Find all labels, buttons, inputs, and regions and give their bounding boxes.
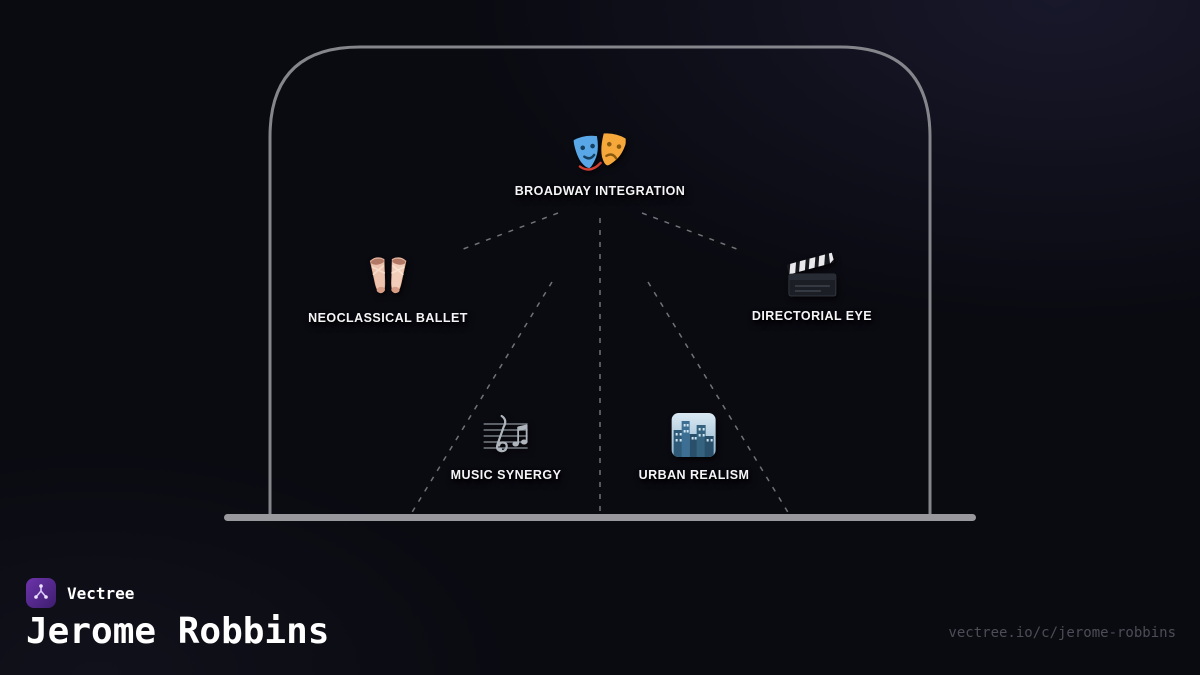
- brand: Vectree: [26, 578, 134, 608]
- vectree-logo-icon: [26, 578, 56, 608]
- cityscape-icon: [670, 411, 718, 459]
- tree-node-urban-realism[interactable]: URBAN REALISM: [639, 411, 750, 482]
- connector-lines: [410, 212, 790, 515]
- ballet-shoes-icon: [363, 250, 413, 302]
- connector-root-music: [410, 281, 553, 515]
- tree-node-music-synergy[interactable]: MUSIC SYNERGY: [451, 411, 562, 482]
- clapperboard-icon: [785, 252, 839, 300]
- connector-root-ballet: [457, 212, 559, 252]
- connector-root-urban: [647, 281, 790, 515]
- site-url: vectree.io/c/jerome-robbins: [948, 625, 1176, 641]
- page-title: Jerome Robbins: [26, 611, 330, 652]
- tree-node-directorial-eye[interactable]: DIRECTORIAL EYE: [752, 252, 872, 323]
- musical-score-icon: [480, 411, 532, 459]
- brand-name: Vectree: [67, 583, 135, 603]
- node-label: DIRECTORIAL EYE: [751, 309, 873, 323]
- tree-node-neoclassical-ballet[interactable]: NEOCLASSICAL BALLET: [308, 250, 468, 325]
- node-label: MUSIC SYNERGY: [450, 468, 562, 482]
- theater-masks-icon: [573, 129, 628, 175]
- node-label: BROADWAY INTEGRATION: [514, 184, 686, 198]
- connector-root-directorial: [641, 212, 743, 252]
- node-label: NEOCLASSICAL BALLET: [308, 311, 468, 325]
- tree-node-broadway-integration[interactable]: BROADWAY INTEGRATION: [515, 129, 686, 198]
- node-label: URBAN REALISM: [638, 468, 750, 482]
- arch-outline: [268, 45, 932, 517]
- ground-bar: [224, 514, 976, 521]
